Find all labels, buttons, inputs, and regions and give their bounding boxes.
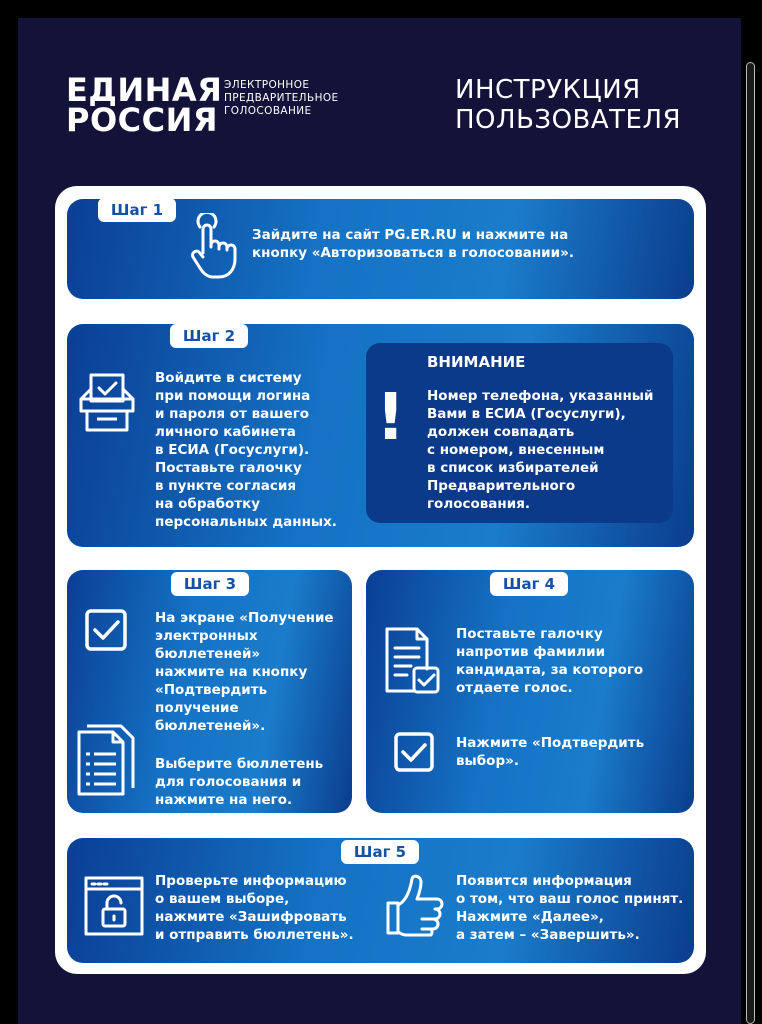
step-5-line: нажмите «Зашифровать (155, 909, 347, 925)
step-5-tab: Шаг 5 (341, 840, 419, 864)
step-2-line: в пункте согласия (155, 478, 296, 494)
exclamation-icon: ! (376, 381, 406, 455)
step-1-line-2: кнопку «Авторизоваться в голосовании». (252, 245, 574, 261)
party-logo: ЕДИНАЯ РОССИЯ ЭЛЕКТРОННОЕ ПРЕДВАРИТЕЛЬНО… (66, 71, 338, 139)
scroll-thumb[interactable] (746, 62, 755, 1024)
attention-text: Номер телефона, указанный Вами в ЕСИА (Г… (427, 387, 653, 513)
attention-line: Номер телефона, указанный (427, 388, 654, 404)
step-4-text-b: Нажмите «Подтвердить выбор». (456, 734, 644, 770)
thumbs-up-icon (384, 873, 446, 939)
step-2-line: в ЕСИА (Госуслуги). (155, 442, 310, 458)
step-5-line: о том, что ваш голос принят. (456, 891, 684, 907)
step-4-text-a: Поставьте галочку напротив фамилии канди… (456, 625, 643, 697)
confirm-checkbox-icon (393, 731, 435, 773)
attention-line: в список избирателей (427, 460, 599, 476)
attention-line: Предварительного (427, 478, 576, 494)
step-3-line: «Подтвердить (155, 682, 268, 698)
attention-line: с номером, внесенным (427, 442, 605, 458)
step-5-line: и отправить бюллетень». (155, 927, 354, 943)
step-2-line: персональных данных. (155, 514, 337, 530)
step-3-text-b: Выберите бюллетень для голосования и наж… (155, 755, 323, 809)
step-3-line: Выберите бюллетень (155, 756, 324, 772)
step-4-line: кандидата, за которого (456, 662, 644, 678)
attention-line: должен совпадать (427, 424, 575, 440)
step-2-line: на обработку (155, 496, 261, 512)
step-1-line-1: Зайдите на сайт PG.ER.RU и нажмите на (252, 227, 569, 243)
step-3-line: нажмите на него. (155, 792, 293, 808)
step-4-line: отдаете голос. (456, 680, 573, 696)
attention-line: Вами в ЕСИА (Госуслуги), (427, 406, 626, 422)
step-3-line: бюллетеней» (155, 646, 261, 662)
step-3-tab: Шаг 3 (171, 572, 249, 596)
attention-line: голосования. (427, 496, 531, 512)
step-2-line: Поставьте галочку (155, 460, 302, 476)
document-title: ИНСТРУКЦИЯ ПОЛЬЗОВАТЕЛЯ (455, 75, 681, 135)
step-3-text-a: На экране «Получение электронных бюллете… (155, 609, 334, 735)
logo-sub-3: ГОЛОСОВАНИЕ (224, 105, 312, 117)
logo-subtitle: ЭЛЕКТРОННОЕ ПРЕДВАРИТЕЛЬНОЕ ГОЛОСОВАНИЕ (224, 79, 339, 118)
step-2-line: при помощи логина (155, 388, 311, 404)
step-5-line: Проверьте информацию (155, 873, 347, 889)
step-5-text-a: Проверьте информацию о вашем выборе, наж… (155, 872, 354, 944)
document-check-icon (384, 626, 444, 698)
ballot-box-icon (78, 372, 136, 434)
step-3-line: для голосования и (155, 774, 302, 790)
step-1-tab: Шаг 1 (98, 198, 176, 222)
step-2-line: личного кабинета (155, 424, 296, 440)
step-5-line: Появится информация (456, 873, 632, 889)
logo-sub-2: ПРЕДВАРИТЕЛЬНОЕ (224, 92, 339, 104)
lock-window-icon (84, 876, 144, 936)
checkbox-icon (84, 608, 128, 652)
step-3-line: бюллетеней». (155, 718, 266, 734)
step-3-line: электронных (155, 628, 258, 644)
title-line-2: ПОЛЬЗОВАТЕЛЯ (455, 105, 682, 135)
scrollbar[interactable] (746, 62, 755, 1024)
logo-sub-1: ЭЛЕКТРОННОЕ (224, 79, 310, 91)
step-2-text: Войдите в систему при помощи логина и па… (155, 369, 337, 531)
step-4-line: Поставьте галочку (456, 626, 603, 642)
attention-box (366, 343, 673, 523)
tap-hand-icon (180, 213, 242, 279)
step-2-line: Войдите в систему (155, 370, 302, 386)
step-4-line: выбор». (456, 753, 519, 769)
ballot-document-icon (76, 724, 138, 796)
attention-title: ВНИМАНИЕ (427, 353, 526, 371)
step-4-tab: Шаг 4 (490, 572, 568, 596)
step-5-line: а затем – «Завершить». (456, 927, 640, 943)
step-3-line: нажмите на кнопку (155, 664, 308, 680)
logo-line-2: РОССИЯ (66, 101, 219, 139)
step-3-line: На экране «Получение (155, 610, 334, 626)
step-2-tab: Шаг 2 (170, 324, 248, 348)
step-4-line: Нажмите «Подтвердить (456, 735, 645, 751)
title-line-1: ИНСТРУКЦИЯ (455, 75, 641, 105)
step-3-line: получение (155, 700, 239, 716)
step-2-line: и пароля от вашего (155, 406, 310, 422)
step-5-text-b: Появится информация о том, что ваш голос… (456, 872, 683, 944)
step-1-text: Зайдите на сайт PG.ER.RU и нажмите на кн… (252, 226, 574, 262)
step-4-line: напротив фамилии (456, 644, 606, 660)
logo-line-1: ЕДИНАЯ (66, 71, 223, 109)
step-5-line: Нажмите «Далее», (456, 909, 604, 925)
step-5-line: о вашем выборе, (155, 891, 290, 907)
